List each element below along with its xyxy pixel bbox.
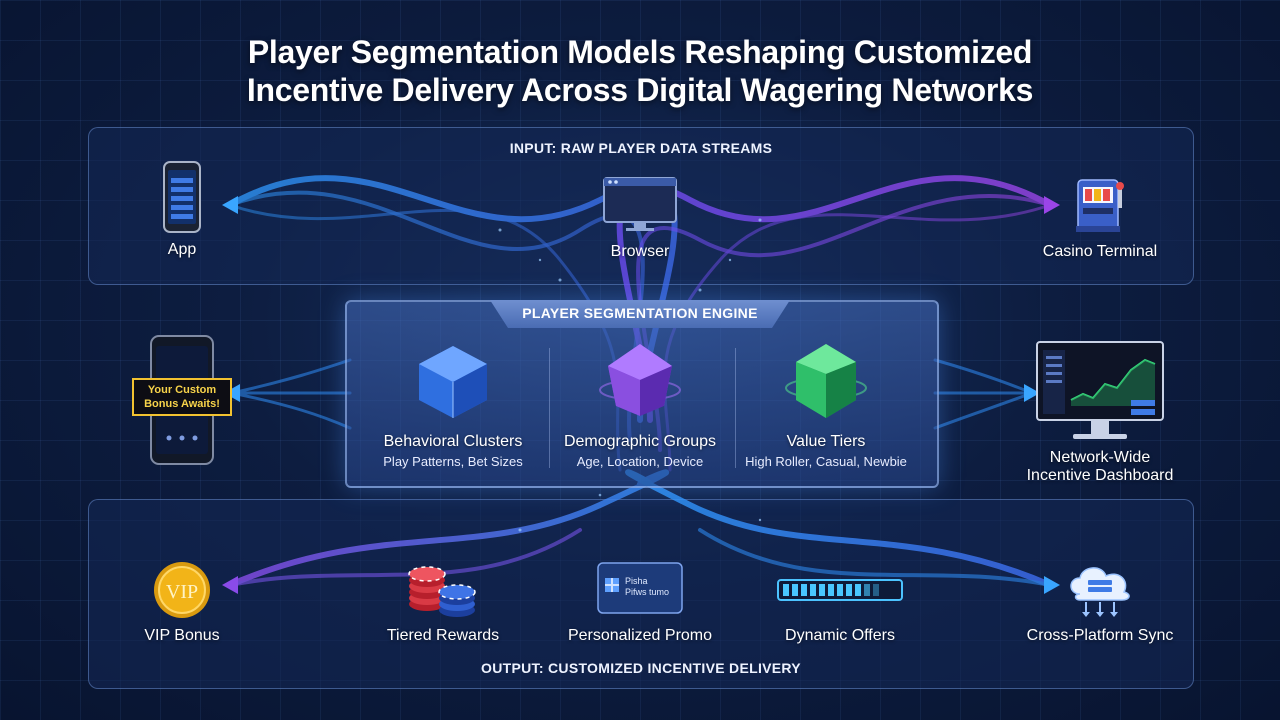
input-source-browser-label: Browser [610, 243, 670, 260]
vip-coin-icon: VIP [154, 562, 210, 618]
output-personalized-promo: Pisha Pifws tumo Personalized Promo [560, 560, 720, 645]
segment-value-tiers: Value Tiers High Roller, Casual, Newbie [728, 340, 924, 469]
gift-card-icon: Pisha Pifws tumo [597, 562, 683, 614]
vip-coin-text: VIP [166, 581, 198, 603]
blue-cube-icon [419, 346, 487, 418]
output-tiered-rewards-label: Tiered Rewards [386, 627, 500, 644]
input-panel: INPUT: RAW PLAYER DATA STREAMS [88, 127, 1194, 285]
engine-divider-2 [735, 348, 736, 468]
badge-line-1: Your Custom [147, 384, 217, 396]
promo-card-line-1: Pisha [625, 576, 648, 586]
dashboard-label-line-1: Network-Wide [1049, 449, 1151, 466]
input-source-casino-terminal-label: Casino Terminal [1042, 243, 1158, 260]
custom-bonus-badge: Your Custom Bonus Awaits! [132, 378, 232, 416]
input-panel-label: INPUT: RAW PLAYER DATA STREAMS [509, 140, 773, 156]
segment-value-label: Value Tiers [786, 433, 866, 450]
title-line-1: Player Segmentation Models Reshaping Cus… [247, 34, 1033, 70]
left-phone-notification: Your Custom Bonus Awaits! [132, 334, 232, 468]
input-source-browser: Browser [590, 176, 690, 261]
input-source-app: App [142, 160, 222, 259]
progress-bar-icon [777, 579, 903, 601]
network-dashboard: Network-Wide Incentive Dashboard [1020, 340, 1180, 485]
dashboard-monitor-icon [1036, 341, 1164, 439]
segment-demographic-detail: Age, Location, Device [576, 454, 704, 469]
output-cross-platform-sync: Cross-Platform Sync [1020, 560, 1180, 645]
output-panel-label: OUTPUT: CUSTOMIZED INCENTIVE DELIVERY [481, 660, 801, 676]
output-personalized-promo-label: Personalized Promo [567, 627, 713, 644]
poker-chips-icon [408, 566, 476, 617]
engine-title: PLAYER SEGMENTATION ENGINE [522, 305, 758, 321]
title-line-2: Incentive Delivery Across Digital Wageri… [246, 72, 1034, 108]
segment-value-detail: High Roller, Casual, Newbie [745, 454, 907, 469]
segment-demographic-groups: Demographic Groups Age, Location, Device [542, 340, 738, 469]
green-polyhedron-icon [785, 344, 867, 418]
segment-behavioral-detail: Play Patterns, Bet Sizes [383, 454, 523, 469]
segment-behavioral-clusters: Behavioral Clusters Play Patterns, Bet S… [355, 340, 551, 469]
purple-polyhedron-icon [599, 344, 681, 416]
output-cross-platform-sync-label: Cross-Platform Sync [1026, 627, 1174, 644]
smartphone-icon [163, 161, 201, 233]
monitor-icon [603, 177, 677, 231]
input-source-app-label: App [167, 241, 197, 258]
output-vip-bonus: VIP VIP Bonus [132, 560, 232, 645]
output-vip-bonus-label: VIP Bonus [144, 627, 220, 644]
engine-divider-1 [549, 348, 550, 468]
output-dynamic-offers-label: Dynamic Offers [785, 627, 895, 644]
output-tiered-rewards: Tiered Rewards [378, 560, 508, 645]
slot-machine-icon [1076, 179, 1124, 232]
badge-line-2: Bonus Awaits! [144, 398, 220, 410]
output-dynamic-offers: Dynamic Offers [760, 560, 920, 645]
segment-behavioral-label: Behavioral Clusters [383, 433, 523, 450]
engine-title-tab [490, 300, 790, 328]
input-source-casino-terminal: Casino Terminal [1030, 176, 1170, 261]
promo-card-line-2: Pifws tumo [625, 587, 669, 597]
segment-demographic-label: Demographic Groups [563, 433, 717, 450]
dashboard-label-line-2: Incentive Dashboard [1026, 467, 1174, 484]
cloud-sync-icon [1070, 567, 1130, 617]
